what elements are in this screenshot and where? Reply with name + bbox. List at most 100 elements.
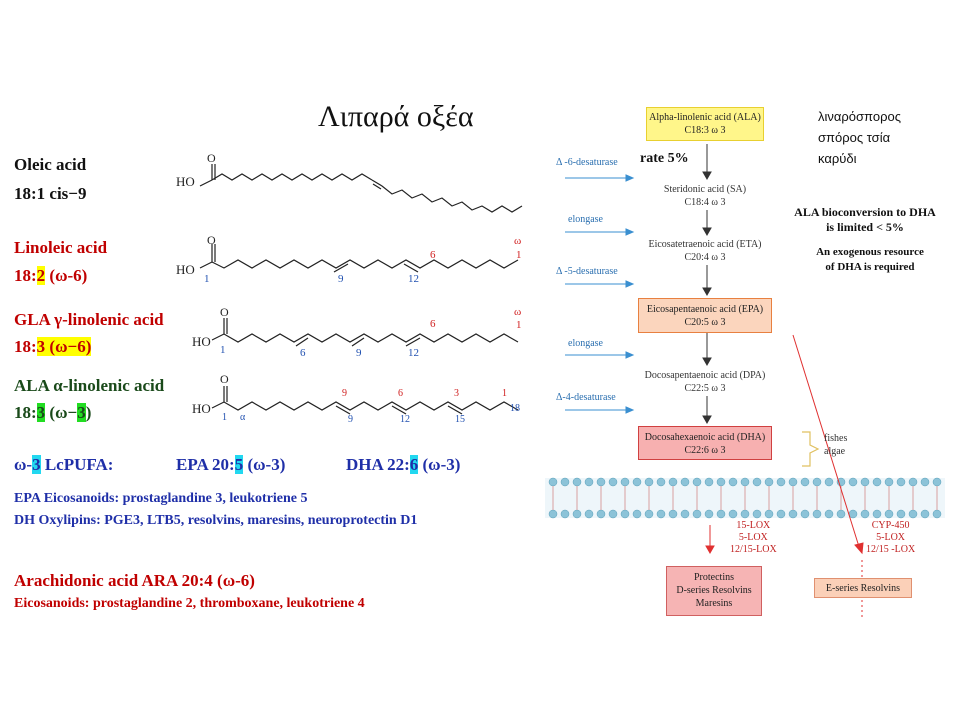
ala-omega-1: 1 — [502, 388, 507, 399]
cyp-450: CYP-450 — [871, 520, 910, 531]
gla-num-omega-6: 6 — [430, 318, 436, 330]
sa-formula: C18:4 ω 3 — [684, 197, 726, 208]
lox-5: 5-LOX — [738, 532, 768, 543]
lcpufa-label: ω-3 LcPUFA: — [14, 455, 114, 474]
dpa-name: Docosapentaenoic acid (DPA) — [644, 370, 766, 381]
fishes-label: fishes — [824, 433, 848, 444]
e-series-box: E-series Resolvins — [814, 578, 912, 598]
lox-5-right: 5-LOX — [876, 532, 906, 543]
bioconv-line-2: is limited < 5% — [826, 220, 904, 234]
dh-oxylipins: DH Oxylipins: PGE3, LTB5, resolvins, mar… — [14, 513, 418, 528]
linoleic-num-6: 6 — [430, 249, 436, 261]
ala-omega-3: 3 — [454, 388, 459, 399]
gla-structure — [211, 318, 519, 347]
ala-num-15: 15 — [455, 414, 465, 425]
gla-o: O — [220, 305, 229, 319]
lox-12-15-right: 12/15 -LOX — [866, 544, 916, 555]
algae-label: algae — [824, 446, 846, 457]
ala-alpha: α — [240, 412, 246, 423]
enzyme-d4-desaturase: Δ-4-desaturase — [556, 392, 616, 403]
ala-structure — [211, 386, 519, 415]
ala-box-name: Alpha-linolenic acid (ALA) — [649, 112, 761, 123]
epa-box-formula: C20:5 ω 3 — [684, 317, 726, 328]
ala-box-formula: C18:3 ω 3 — [684, 125, 726, 136]
enzyme-arrows — [565, 174, 635, 414]
ala-name: ALA α-linolenic acid — [14, 376, 165, 395]
greek-notes: λιναρόσπορος σπόρος τσία καρύδι — [818, 106, 901, 169]
linoleic-num-12: 12 — [408, 273, 419, 285]
oleic-name: Oleic acid — [14, 155, 87, 174]
ala-num-9: 9 — [348, 414, 353, 425]
linoleic-formula: 18:2 (ω-6) — [14, 266, 88, 285]
eta-name: Eicosatetraenoic acid (ETA) — [648, 239, 762, 250]
maresins-label: Maresins — [695, 598, 733, 609]
rate-label: rate 5% — [640, 151, 689, 166]
ala-num-18: 18 — [510, 403, 520, 414]
exogenous-line-1: An exogenous resource — [816, 246, 924, 258]
dpa-step: Docosapentaenoic acid (DPA) C22:5 ω 3 — [640, 369, 770, 395]
note-chia: σπόρος τσία — [818, 130, 891, 145]
membrane-tails — [552, 486, 938, 510]
linoleic-num-1: 1 — [204, 273, 210, 285]
oleic-structure — [199, 164, 523, 213]
eta-step: Eicosatetraenoic acid (ETA) C20:4 ω 3 — [640, 238, 770, 264]
gla-num-12: 12 — [408, 347, 419, 359]
exogenous-note: An exogenous resource of DHA is required — [780, 245, 960, 275]
gla-ho: HO — [192, 334, 211, 349]
oleic-o: O — [207, 151, 216, 165]
sa-name: Steridonic acid (SA) — [663, 184, 747, 195]
lox-right: CYP-450 5-LOX 12/15 -LOX — [866, 520, 915, 556]
ara-line: Arachidonic acid ARA 20:4 (ω-6) — [14, 571, 255, 590]
pathway-arrows — [702, 144, 712, 425]
ara-eicosanoids: Eicosanoids: prostaglandine 2, thromboxa… — [14, 596, 365, 611]
epa-formula: EPA 20:5 (ω-3) — [176, 455, 286, 474]
lox-12-15: 12/15-LOX — [730, 544, 777, 555]
ala-omega-6: 6 — [398, 388, 403, 399]
bioconv-line-1: ALA bioconversion to DHA — [794, 205, 936, 219]
dha-box-formula: C22:6 ω 3 — [684, 445, 726, 456]
linoleic-omega: ω — [514, 235, 522, 247]
note-walnut: καρύδι — [818, 151, 857, 166]
dha-box-name: Docosahexaenoic acid (DHA) — [644, 432, 766, 443]
ala-formula: 18:3 (ω−3) — [14, 403, 92, 422]
linoleic-num-omega-1: 1 — [516, 249, 522, 261]
membrane-heads — [548, 477, 942, 519]
d-series-label: D-series Resolvins — [676, 585, 752, 596]
gla-num-6: 6 — [300, 347, 306, 359]
ala-ho: HO — [192, 401, 211, 416]
sa-step: Steridonic acid (SA) C18:4 ω 3 — [646, 183, 764, 209]
lox-left: 15-LOX 5-LOX 12/15-LOX — [730, 520, 777, 556]
linoleic-o: O — [207, 233, 216, 247]
gla-formula: 18:3 (ω−6) — [14, 337, 92, 356]
enzyme-elongase-2: elongase — [568, 338, 603, 349]
e-series-label: E-series Resolvins — [825, 583, 901, 594]
epa-box: Eicosapentaenoic acid (EPA) C20:5 ω 3 — [638, 298, 772, 333]
linoleic-ho: HO — [176, 262, 195, 277]
dha-formula: DHA 22:6 (ω-3) — [346, 455, 461, 474]
epa-box-name: Eicosapentaenoic acid (EPA) — [646, 304, 764, 315]
enzyme-d6-desaturase: Δ -6-desaturase — [556, 157, 618, 168]
linoleic-structure — [199, 244, 519, 273]
eta-formula: C20:4 ω 3 — [684, 252, 726, 263]
exogenous-line-2: of DHA is required — [825, 261, 915, 273]
gla-omega: ω — [514, 306, 522, 318]
gla-num-1: 1 — [220, 344, 226, 356]
bioconversion-note: ALA bioconversion to DHA is limited < 5% — [770, 205, 960, 235]
dha-box: Docosahexaenoic acid (DHA) C22:6 ω 3 — [638, 426, 772, 460]
ala-omega-9: 9 — [342, 388, 347, 399]
fishes-bracket — [802, 431, 820, 467]
ala-num-12: 12 — [400, 414, 410, 425]
ala-o: O — [220, 372, 229, 386]
epa-eicosanoids: EPA Eicosanoids: prostaglandine 3, leuko… — [14, 491, 308, 506]
note-flaxseed: λιναρόσπορος — [818, 109, 901, 124]
oleic-ho: HO — [176, 174, 195, 189]
gla-num-9: 9 — [356, 347, 362, 359]
protectins-label: Protectins — [694, 572, 734, 583]
ala-box: Alpha-linolenic acid (ALA) C18:3 ω 3 — [646, 107, 764, 141]
oleic-formula: 18:1 cis−9 — [14, 184, 87, 203]
enzyme-elongase-1: elongase — [568, 214, 603, 225]
protectins-box: Protectins D-series Resolvins Maresins — [666, 566, 762, 616]
dpa-formula: C22:5 ω 3 — [684, 383, 726, 394]
page-title: Λιπαρά οξέα — [318, 100, 474, 133]
